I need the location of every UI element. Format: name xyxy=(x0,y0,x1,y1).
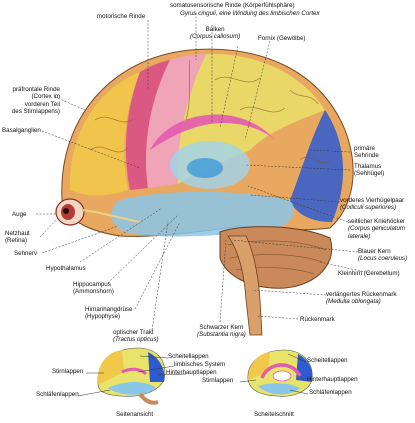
inset-right-scheitellappen: Scheitellappen xyxy=(307,357,348,364)
inset-side-view xyxy=(97,347,166,405)
frontal-lobe xyxy=(69,72,140,196)
label-hypothalamus: Hypothalamus xyxy=(46,265,86,272)
label-balken: Balken(Corpus callosum) xyxy=(190,26,241,41)
label-praefrontal: präfrontale Rinde (Cortex im vorderen Te… xyxy=(11,86,60,116)
label-hippocampus: Hippocampus(Ammonshorn) xyxy=(73,281,114,296)
label-auge: Auge xyxy=(12,211,27,218)
label-seitlicher-kniehoecker: seitlicher Kniehöcker(Corpus geniculatum… xyxy=(348,218,406,240)
somatosensory-cortex xyxy=(146,54,206,188)
label-fornix: Fornix (Gewölbe) xyxy=(258,35,306,42)
label-thalamus: Thalamus(Sehhügel) xyxy=(354,163,385,178)
inset-left-caption: Seitenansicht xyxy=(116,411,154,418)
inset-left-schlaefenlappen: Schläfenlappen xyxy=(36,391,79,398)
inset-left-hinterhauptlappen: Hinterhauptlappen xyxy=(166,369,217,376)
label-schwarzer-kern: Schwarzer Kern(Substantia nigra) xyxy=(197,324,246,339)
label-netzhaut: Netzhaut(Retina) xyxy=(5,230,30,245)
limbic-arc xyxy=(150,114,275,150)
label-somatosensory: somatosensorische Rinde (Körperfühlsphär… xyxy=(170,2,295,9)
eye xyxy=(55,198,141,226)
inset-right-caption: Scheitelschnitt xyxy=(254,411,294,418)
occipital-lobe xyxy=(290,110,344,222)
label-motor-cortex: motorische Rinde xyxy=(97,13,146,20)
label-sehnerv: Sehnerv xyxy=(14,250,38,257)
label-kleinhirn: Kleinhirn (Cerebellum) xyxy=(338,270,400,277)
label-verlaengertes-rueckenmark: verlängertes Rückenmark(Medulla oblongat… xyxy=(326,291,397,306)
inset-left-limbisches-system: limbisches System xyxy=(174,361,226,368)
label-gyrus-cinguli: Gyrus cinguli, eine Windung des limbisch… xyxy=(180,10,320,17)
label-blauer-kern: Blauer Kern(Locus coeruleus) xyxy=(358,248,408,263)
inset-right-hinterhauptlappen: Hinterhauptlappen xyxy=(307,376,358,383)
label-vorderes-vierhuegelpaar: vorderes Vierhügelpaar(Colliculi superio… xyxy=(340,197,405,212)
label-rueckenmark: Rückenmark xyxy=(300,316,335,323)
inset-right-stirnlappen: Stirnlappen xyxy=(202,377,234,384)
label-hirnanhangdruese: Hirnanhangdrüse(Hypophyse) xyxy=(85,306,133,321)
brainstem xyxy=(227,235,263,336)
cerebrum xyxy=(61,48,354,237)
inset-left-scheitellappen: Scheitellappen xyxy=(168,353,209,360)
inset-right-schlaefenlappen: Schläfenlappen xyxy=(309,389,352,396)
label-basalganglien: Basalganglien xyxy=(2,127,41,134)
motor-cortex xyxy=(125,60,170,190)
label-optischer-trakt: optischer Trakt(Tractus opticus) xyxy=(113,329,159,344)
temporal-lobe xyxy=(111,191,294,237)
inset-section-view xyxy=(247,349,313,397)
inset-left-stirnlappen: Stirnlappen xyxy=(52,368,84,375)
